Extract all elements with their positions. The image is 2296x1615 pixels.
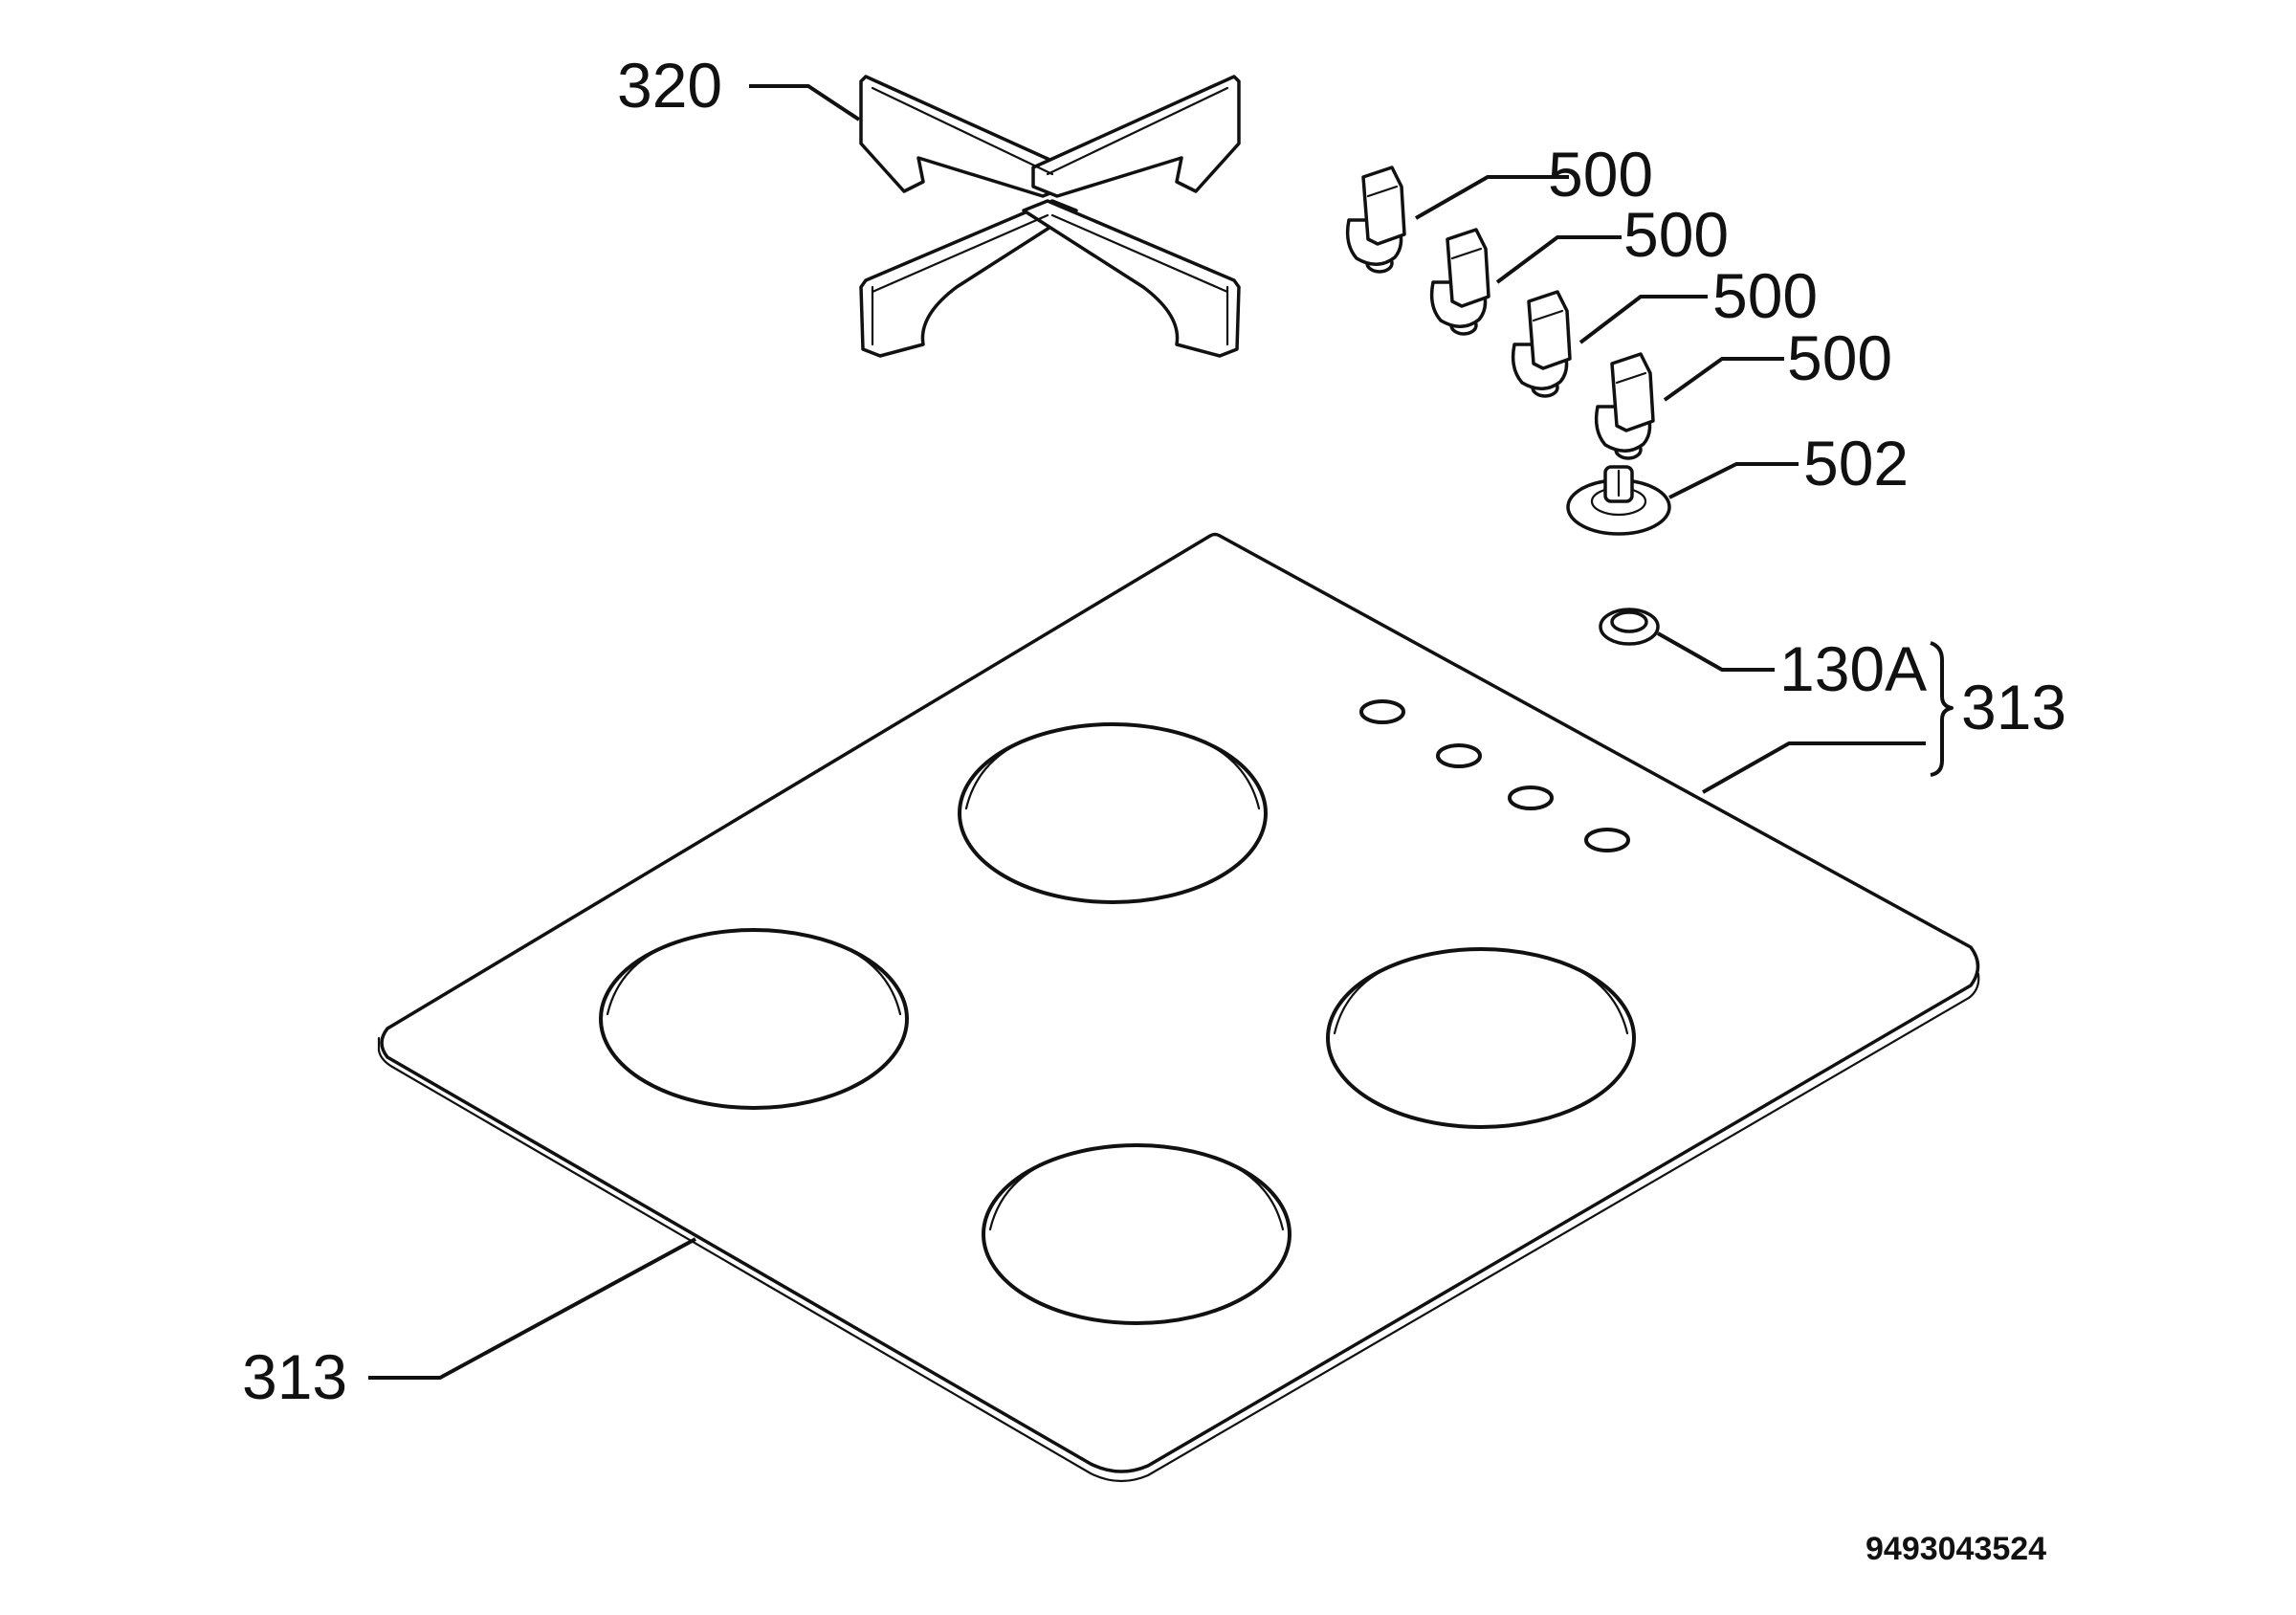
callout-313-plate: 313	[242, 1341, 347, 1412]
leader-lines	[368, 84, 1954, 1380]
spark-button-part	[1566, 465, 1671, 536]
leader-320	[749, 84, 861, 122]
leader-502	[1668, 462, 1799, 499]
callout-502: 502	[1803, 428, 1909, 498]
leader-500-1	[1415, 175, 1569, 220]
callout-320: 320	[617, 50, 722, 121]
callout-130A: 130A	[1779, 633, 1927, 704]
hob-plate-part	[377, 532, 1980, 1483]
control-knob-1	[1345, 166, 1406, 274]
callout-500-4: 500	[1787, 322, 1892, 393]
callout-500-3: 500	[1712, 260, 1818, 331]
control-knob-2	[1429, 228, 1490, 336]
leader-500-3	[1578, 295, 1708, 344]
leader-500-4	[1663, 357, 1784, 402]
kit-bracket	[1930, 641, 1954, 777]
control-knob-3	[1511, 290, 1572, 398]
callout-500-1: 500	[1548, 139, 1653, 210]
callout-313-kit: 313	[1961, 672, 2066, 742]
callout-500-2: 500	[1623, 199, 1729, 270]
control-knob-4	[1594, 352, 1655, 460]
pan-support-part	[859, 75, 1241, 358]
leader-500-2	[1495, 235, 1622, 284]
grommet-part	[1599, 608, 1660, 646]
leader-130A	[1657, 631, 1775, 672]
leader-313-kit	[1702, 741, 1926, 794]
document-number: 9493043524	[1866, 1531, 2046, 1567]
leader-313-plate	[368, 1237, 696, 1380]
